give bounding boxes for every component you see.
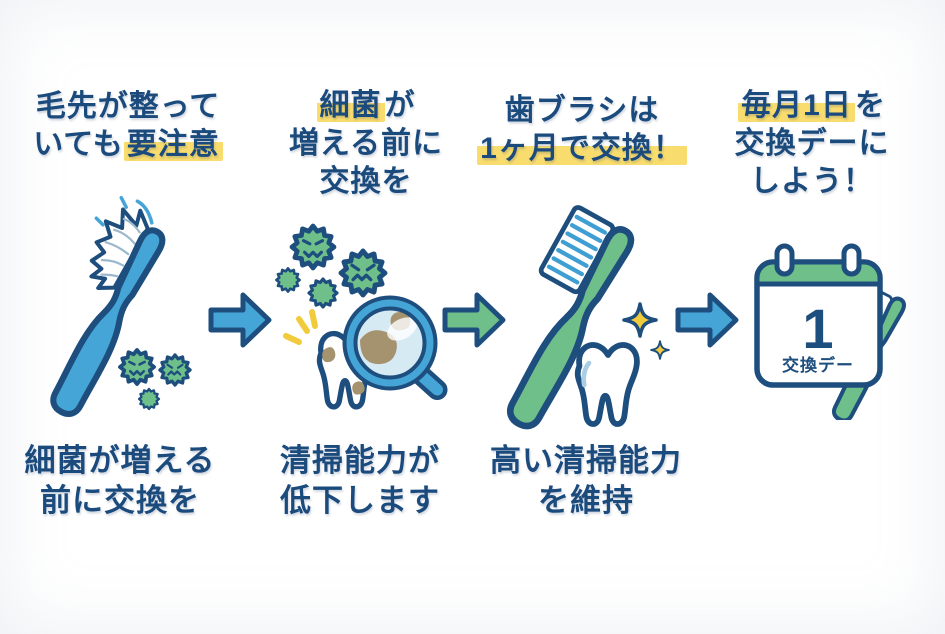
calendar-day-label: 交換デー xyxy=(782,355,854,375)
toothbrush-icon xyxy=(490,205,639,431)
title-text: いても xyxy=(33,128,124,161)
new-toothbrush-tooth-icon xyxy=(490,205,670,432)
calendar-icon: 1 交換デー xyxy=(754,243,883,388)
title-text: 増える前に xyxy=(288,127,444,160)
magnifier-icon xyxy=(342,295,448,401)
panel3-caption: 高い清掃能力 を維持 xyxy=(476,441,696,521)
title-highlight: 1ヶ月で交換！ xyxy=(477,132,687,165)
title-highlight: 毎月1日 xyxy=(738,89,855,122)
germs-magnifier-tooth-icon xyxy=(275,213,448,438)
title-line: いても要注意 xyxy=(8,126,248,164)
toothbrush-icon xyxy=(25,195,178,419)
title-highlight: 要注意 xyxy=(123,128,223,161)
title-line: 1ヶ月で交換！ xyxy=(472,130,692,168)
title-highlight: 細菌 xyxy=(316,89,385,122)
title-text: 毛先が整って xyxy=(35,90,221,123)
germ-icon xyxy=(307,277,339,309)
title-text: しよう！ xyxy=(750,165,874,198)
panel1-title: 毛先が整って いても要注意 xyxy=(8,88,248,164)
title-text: が xyxy=(384,89,416,122)
germ-icon xyxy=(137,387,161,411)
title-text: を xyxy=(854,89,886,122)
caption-text: を維持 xyxy=(538,483,634,518)
worn-toothbrush-icon xyxy=(25,195,192,430)
title-line: 毛先が整って xyxy=(8,88,248,126)
germ-icon xyxy=(275,267,301,293)
calendar-toothbrush-icon: 1 交換デー xyxy=(754,243,930,420)
germ-icon xyxy=(341,251,385,295)
arrow-right-icon xyxy=(675,292,739,348)
calendar-day: 1 xyxy=(802,297,833,360)
panel1-caption: 細菌が増える 前に交換を xyxy=(0,441,240,521)
panel4-title: 毎月1日を 交換デーに しよう！ xyxy=(702,87,922,201)
title-text: 交換デーに xyxy=(734,127,890,160)
caption-text: 高い清掃能力 xyxy=(490,443,682,478)
germ-icon xyxy=(158,353,192,387)
germ-icon xyxy=(292,226,334,268)
title-text: 交換を xyxy=(319,165,413,198)
caption-text: 細菌が増える xyxy=(24,443,216,478)
panel2-title: 細菌が 増える前に 交換を xyxy=(256,87,476,201)
arrow-right-icon xyxy=(208,292,272,348)
arrow-right-icon xyxy=(442,292,506,348)
title-line: 細菌が xyxy=(256,87,476,125)
caption-text: 低下します xyxy=(280,483,440,518)
clean-tooth-icon xyxy=(578,345,637,424)
calendar-ring xyxy=(841,243,862,277)
panel3-title: 歯ブラシは 1ヶ月で交換！ xyxy=(472,92,692,168)
panel2-caption: 清掃能力が 低下します xyxy=(250,441,470,521)
sparkle-icon xyxy=(622,302,670,360)
calendar-ring xyxy=(774,243,795,277)
title-text: 歯ブラシは xyxy=(504,94,660,127)
caption-text: 清掃能力が xyxy=(280,443,440,478)
germ-icon xyxy=(118,348,156,386)
caption-text: 前に交換を xyxy=(40,483,200,518)
title-line: 毎月1日を xyxy=(702,87,922,125)
